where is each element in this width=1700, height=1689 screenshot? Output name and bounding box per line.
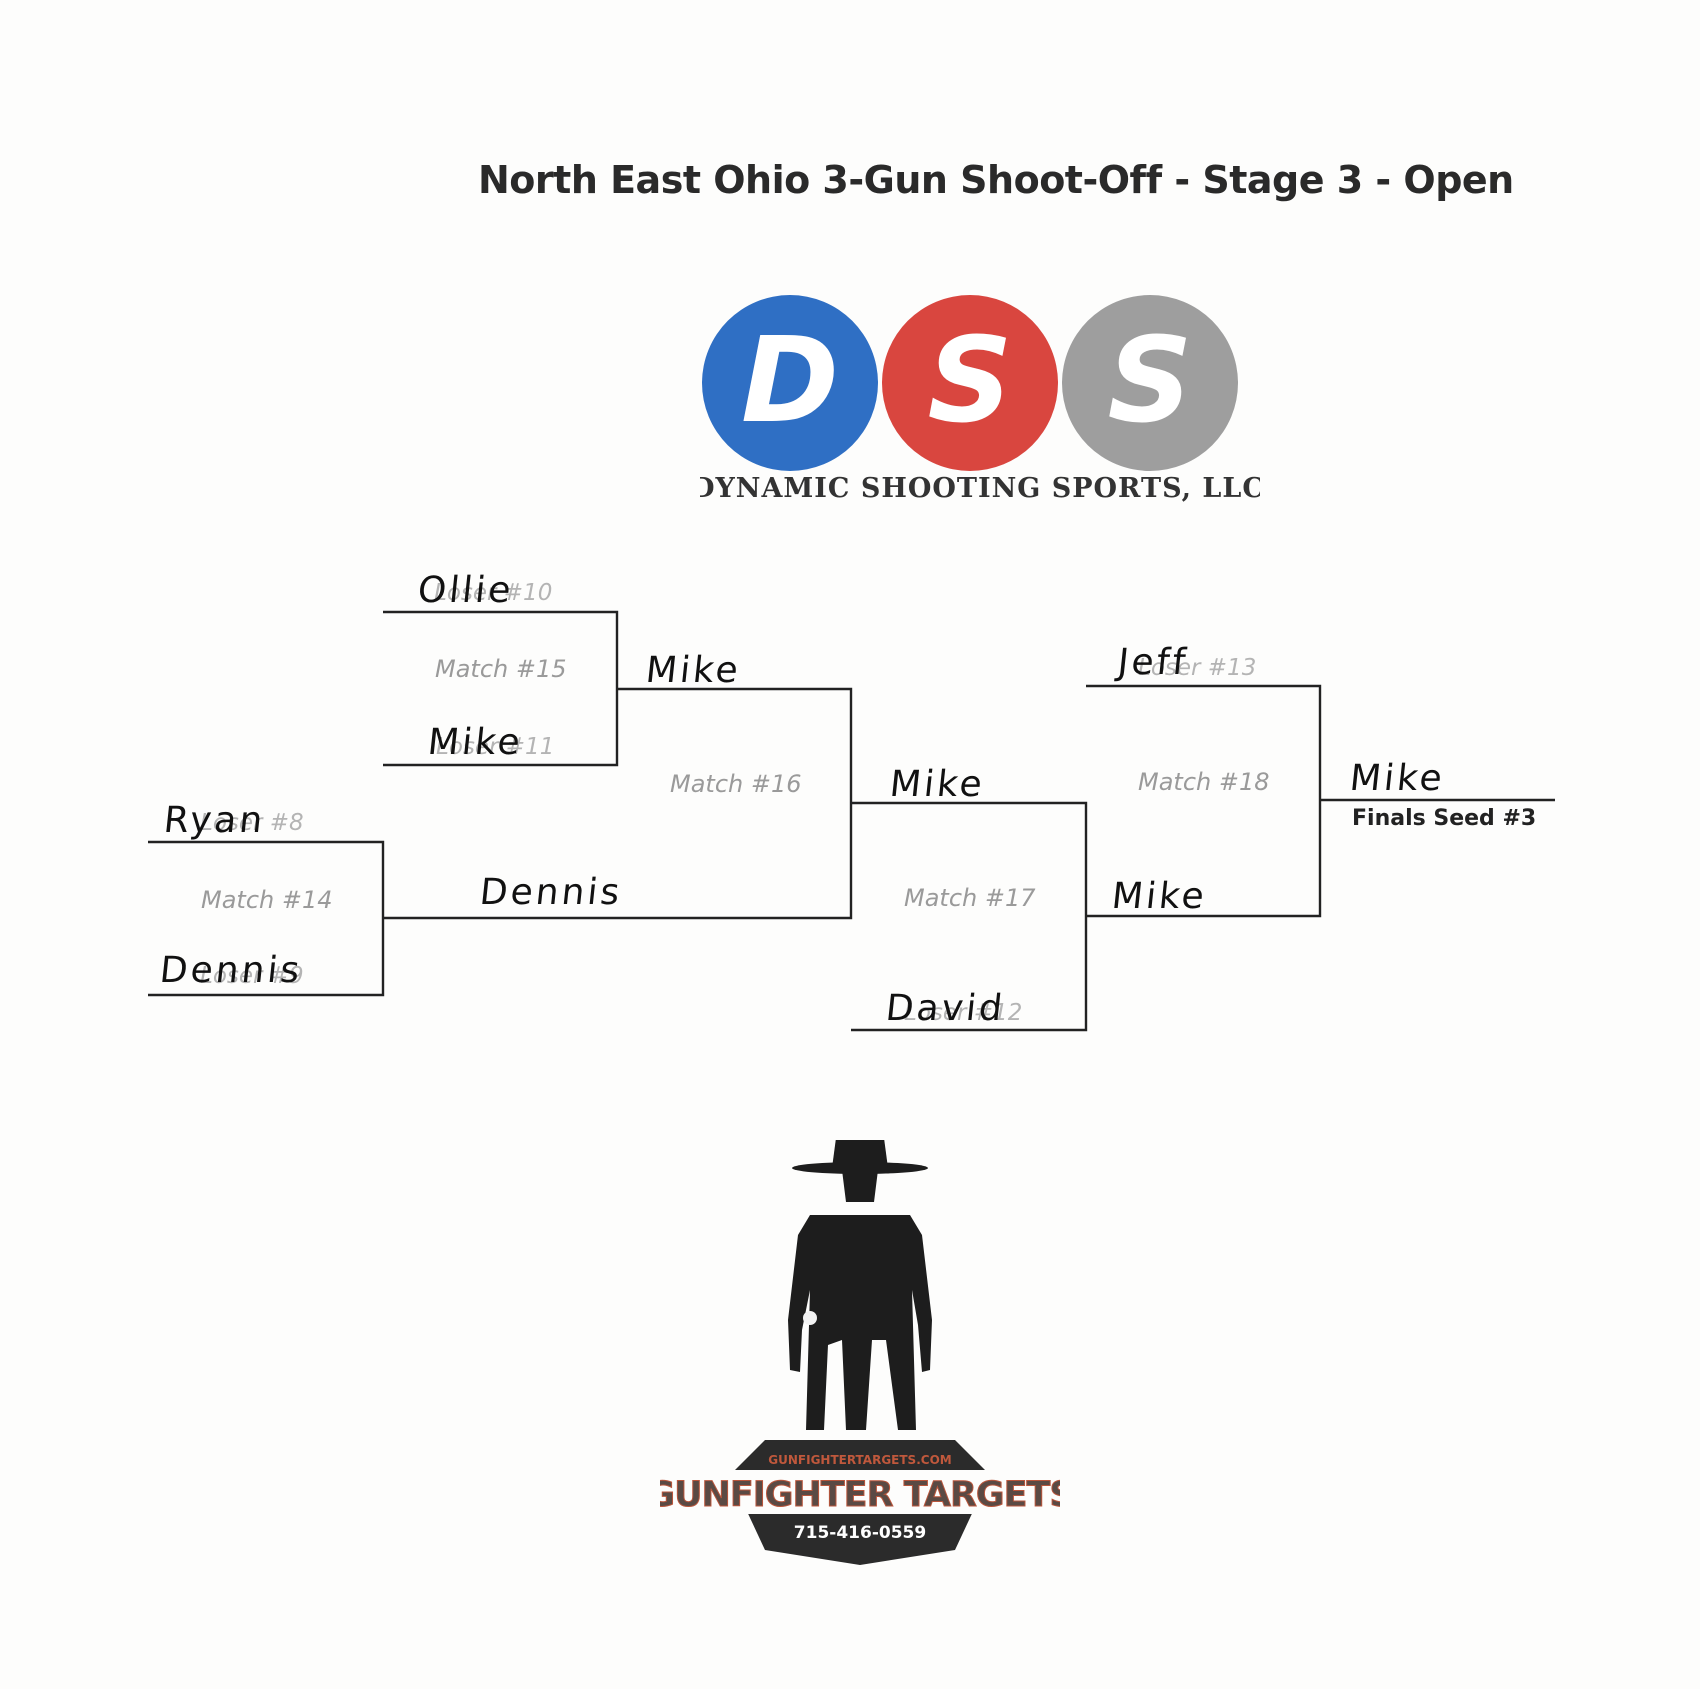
entry-jeff: Jeff xyxy=(1115,642,1191,683)
finals-seed-label: Finals Seed #3 xyxy=(1352,806,1537,831)
entry-david: David xyxy=(883,988,1008,1029)
gunfighter-silhouette xyxy=(788,1140,932,1430)
entry-dennis-m16-bottom: Dennis xyxy=(477,872,625,913)
entry-mike-winner: Mike xyxy=(1347,758,1447,799)
entry-mike-m18-bottom: Mike xyxy=(1109,876,1209,917)
placeholder-loser-12: Loser #12 xyxy=(904,1000,1023,1026)
match-16-label: Match #16 xyxy=(670,770,802,798)
logo-website: GUNFIGHTERTARGETS.COM xyxy=(768,1453,951,1467)
dss-letter-s2: S xyxy=(1108,311,1193,449)
placeholder-loser-13: Loser #13 xyxy=(1138,655,1257,681)
entry-mike-m17-top: Mike xyxy=(887,764,987,805)
match-18-label: Match #18 xyxy=(1138,768,1270,796)
muzzle-flash xyxy=(803,1311,817,1325)
gunfighter-targets-logo: GUNFIGHTERTARGETS.COM GUNFIGHTER TARGETS… xyxy=(660,1140,1060,1565)
dss-circle-blue xyxy=(702,295,878,471)
dss-circle-gray xyxy=(1062,295,1238,471)
dss-circle-red xyxy=(882,295,1058,471)
entry-ollie: Ollie xyxy=(415,570,516,611)
dss-logo: D S S DYNAMIC SHOOTING SPORTS, LLC xyxy=(700,295,1260,504)
dss-letter-s1: S xyxy=(928,311,1013,449)
page-title: North East Ohio 3-Gun Shoot-Off - Stage … xyxy=(478,158,1514,202)
dss-company-name: DYNAMIC SHOOTING SPORTS, LLC xyxy=(700,473,1260,504)
placeholder-loser-10: Loser #10 xyxy=(434,580,553,606)
placeholder-loser-8: Loser #8 xyxy=(200,810,304,836)
match-14-label: Match #14 xyxy=(201,886,333,914)
logo-brand-name: GUNFIGHTER TARGETS xyxy=(660,1475,1060,1515)
entry-dennis-m14-bottom: Dennis xyxy=(157,950,305,991)
entry-ryan: Ryan xyxy=(161,800,268,841)
placeholder-loser-9: Loser #9 xyxy=(200,963,304,989)
logo-phone: 715-416-0559 xyxy=(794,1523,926,1543)
placeholder-loser-11: Loser #11 xyxy=(436,734,555,760)
dss-letter-d: D xyxy=(741,311,839,449)
entry-mike-m16-top: Mike xyxy=(643,650,743,691)
match-17-label: Match #17 xyxy=(904,884,1036,912)
match-15-label: Match #15 xyxy=(435,655,567,683)
entry-mike-m15-bottom: Mike xyxy=(425,722,525,763)
